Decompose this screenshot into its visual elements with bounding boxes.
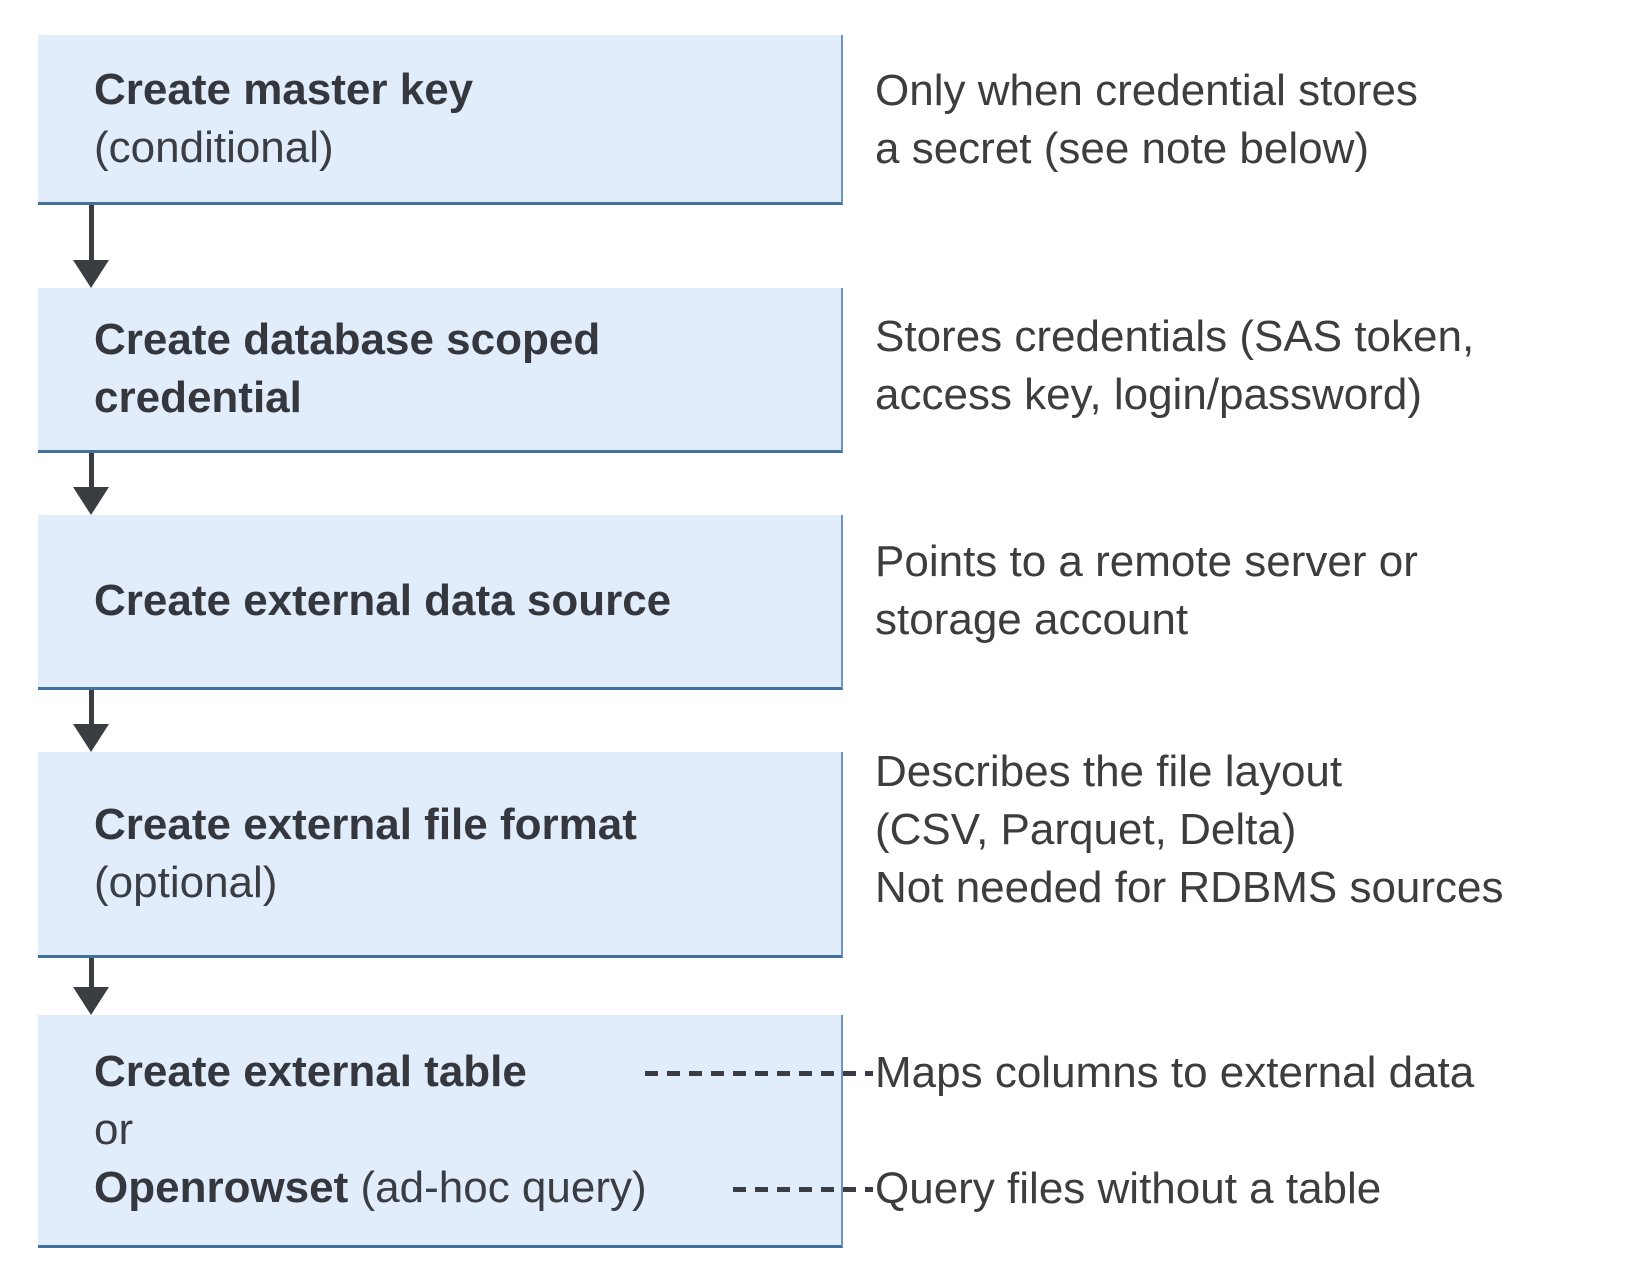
note-line: access key, login/password) (875, 370, 1422, 419)
step-box-create-external-file-format: Create external file format (optional) (38, 752, 843, 958)
step-subtitle-rest: (optional) (94, 857, 278, 907)
note-line: Maps columns to external data (875, 1048, 1475, 1097)
note-line: Describes the file layout (875, 747, 1343, 796)
note-line: Query files without a table (875, 1164, 1382, 1213)
note-line: Not needed for RDBMS sources (875, 863, 1504, 912)
dashed-connector-external-table (645, 1071, 873, 1076)
arrow-shaft (89, 690, 94, 726)
note-line: Points to a remote server or (875, 537, 1418, 586)
step-title-bold: Create master key (94, 64, 474, 114)
arrow-shaft (89, 205, 94, 262)
step-title-rest: (ad-hoc query) (348, 1163, 647, 1212)
note-external-data-source: Points to a remote server or storage acc… (875, 533, 1418, 649)
step-title-bold: Create external data source (94, 576, 672, 625)
dashed-connector-openrowset (733, 1187, 873, 1192)
note-line: (CSV, Parquet, Delta) (875, 805, 1297, 854)
step-title-bold: Create external table (94, 1047, 527, 1096)
step-box-create-external-table-or-openrowset: Create external table or Openrowset (ad-… (38, 1015, 843, 1248)
step-title-rest: or (94, 1105, 134, 1154)
note-line: Stores credentials (SAS token, (875, 312, 1475, 361)
arrow-head-icon (73, 724, 109, 752)
step-box-create-database-scoped-credential: Create database scoped credential (38, 288, 843, 453)
step-option-openrowset: Openrowset (ad-hoc query) (94, 1159, 841, 1217)
step-title-bold: Openrowset (94, 1163, 349, 1212)
step-title: Create external file format (94, 796, 841, 854)
arrow-head-icon (73, 260, 109, 288)
note-line: a secret (see note below) (875, 124, 1370, 173)
step-title-bold: credential (94, 373, 302, 422)
step-title-bold: Create external file format (94, 799, 637, 849)
arrow-head-icon (73, 487, 109, 515)
step-subtitle: (conditional) (94, 119, 841, 177)
note-openrowset: Query files without a table (875, 1160, 1381, 1218)
note-master-key: Only when credential stores a secret (se… (875, 62, 1418, 178)
step-box-create-master-key: Create master key (conditional) (38, 35, 843, 205)
step-title: Create database scoped (94, 311, 841, 369)
note-external-table: Maps columns to external data (875, 1044, 1474, 1102)
note-external-file-format: Describes the file layout (CSV, Parquet,… (875, 743, 1504, 917)
note-line: storage account (875, 595, 1189, 644)
step-option-table: Create external table (94, 1043, 841, 1101)
step-subtitle-rest: (conditional) (94, 122, 334, 172)
note-line: Only when credential stores (875, 66, 1418, 115)
step-title: Create external data source (94, 572, 841, 630)
arrow-head-icon (73, 987, 109, 1015)
step-title-line2: credential (94, 369, 841, 427)
step-title: Create master key (94, 61, 841, 119)
step-or-label: or (94, 1101, 841, 1159)
step-subtitle: (optional) (94, 854, 841, 912)
note-scoped-credential: Stores credentials (SAS token, access ke… (875, 308, 1474, 424)
step-box-create-external-data-source: Create external data source (38, 515, 843, 690)
arrow-shaft (89, 958, 94, 989)
step-title-bold: Create database scoped (94, 315, 601, 364)
arrow-shaft (89, 453, 94, 489)
